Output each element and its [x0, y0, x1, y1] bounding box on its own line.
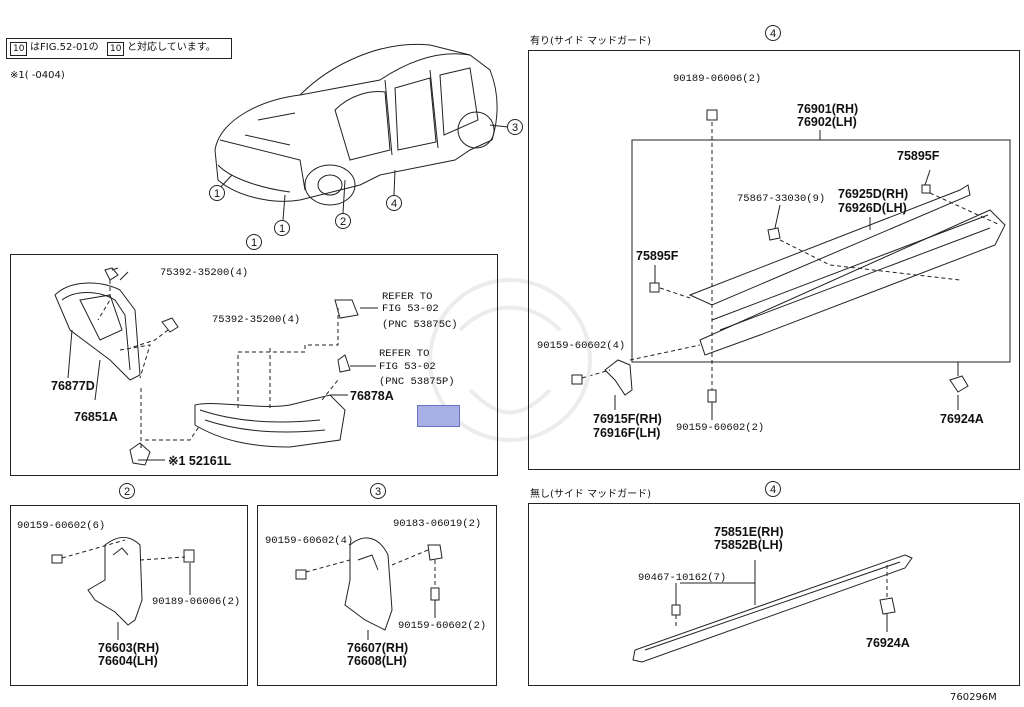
diagram-id: 760296M: [950, 692, 997, 703]
p4a-75895F-b[interactable]: 75895F: [636, 249, 679, 263]
part-76877D[interactable]: 76877D: [51, 379, 95, 393]
p2-part-lh[interactable]: 76604(LH): [98, 654, 158, 668]
panel-front-mudguard: [10, 505, 248, 686]
callout-4-car[interactable]: 4: [386, 195, 402, 211]
p4a-76902[interactable]: 76902(LH): [797, 115, 857, 129]
callout-1-b[interactable]: 1: [274, 220, 290, 236]
refer-1-line3[interactable]: (PNC 53875C): [382, 319, 458, 331]
note-box: [6, 38, 232, 59]
p2-part-rh[interactable]: 76603(RH): [98, 641, 160, 655]
callout-4-bottom[interactable]: 4: [765, 481, 781, 497]
callout-3-panel[interactable]: 3: [370, 483, 386, 499]
p4a-75867[interactable]: 75867-33030(9): [737, 193, 826, 205]
panel-side-mudguard-with: [528, 50, 1020, 470]
p4a-76901[interactable]: 76901(RH): [797, 102, 859, 116]
p4b-76924A[interactable]: 76924A: [866, 636, 910, 650]
note-line-2: ※1( -0404): [10, 70, 65, 81]
watermark: [428, 278, 592, 442]
p4a-76925D[interactable]: 76925D(RH): [838, 187, 909, 201]
p3-clip-label[interactable]: 90183-06019(2): [393, 518, 482, 530]
p4a-76926D[interactable]: 76926D(LH): [838, 201, 907, 215]
part-52161L[interactable]: ※1 52161L: [168, 454, 232, 468]
p4a-90159-b[interactable]: 90159-60602(2): [676, 422, 765, 434]
refer-1-line1[interactable]: REFER TO: [382, 291, 433, 303]
part-76878A[interactable]: 76878A: [350, 389, 394, 403]
note-icon-2: 10: [107, 42, 125, 56]
panel-side-mudguard-without: [528, 503, 1020, 686]
note-icon: 10: [10, 42, 28, 56]
callout-2-panel[interactable]: 2: [119, 483, 135, 499]
p4a-76915F[interactable]: 76915F(RH): [593, 412, 662, 426]
note-text-suffix: と対応しています。: [127, 42, 216, 53]
refer-2-line3[interactable]: (PNC 53875P): [379, 376, 455, 388]
p2-bolt-label[interactable]: 90159-60602(6): [17, 520, 106, 532]
p3-part-lh[interactable]: 76608(LH): [347, 654, 407, 668]
panel3-art: [295, 537, 443, 631]
p2-nut-label[interactable]: 90189-06006(2): [152, 596, 241, 608]
car-illustration: [214, 43, 498, 206]
panel-front-bumper: [10, 254, 498, 476]
callout-1-c[interactable]: 1: [246, 234, 262, 250]
panel4a-caption: 有り(サイド マッドガード): [530, 36, 651, 47]
panel-rear-mudguard: [257, 505, 497, 686]
callout-4-top[interactable]: 4: [765, 25, 781, 41]
highlight-marker[interactable]: [417, 405, 460, 427]
panel2-art: [51, 537, 195, 626]
p3-bolt2-label[interactable]: 90159-60602(2): [398, 620, 487, 632]
p4b-90467[interactable]: 90467-10162(7): [638, 572, 727, 584]
panel4a-art: [571, 109, 1006, 403]
part-75392-b[interactable]: 75392-35200(4): [212, 314, 301, 326]
refer-1-line2[interactable]: FIG 53-02: [382, 303, 439, 315]
p4a-76916F[interactable]: 76916F(LH): [593, 426, 661, 440]
callout-2-car[interactable]: 2: [335, 213, 351, 229]
refer-2-line1[interactable]: REFER TO: [379, 348, 430, 360]
p4a-90159-a[interactable]: 90159-60602(4): [537, 340, 626, 352]
p3-part-rh[interactable]: 76607(RH): [347, 641, 409, 655]
callout-1-a[interactable]: 1: [209, 185, 225, 201]
p4a-75895F-a[interactable]: 75895F: [897, 149, 940, 163]
p3-bolt-label[interactable]: 90159-60602(4): [265, 535, 354, 547]
panel4b-caption: 無し(サイド マッドガード): [530, 489, 651, 500]
note-text-prefix: はFIG.52-01の: [30, 42, 99, 53]
part-75392-a[interactable]: 75392-35200(4): [160, 267, 249, 279]
refer-2-line2[interactable]: FIG 53-02: [379, 361, 436, 373]
part-76851A[interactable]: 76851A: [74, 410, 118, 424]
p4a-90189[interactable]: 90189-06006(2): [673, 73, 762, 85]
p4b-75851E[interactable]: 75851E(RH): [714, 525, 784, 539]
p4a-76924A[interactable]: 76924A: [940, 412, 984, 426]
p4b-75852B[interactable]: 75852B(LH): [714, 538, 783, 552]
callout-3-car[interactable]: 3: [507, 119, 523, 135]
